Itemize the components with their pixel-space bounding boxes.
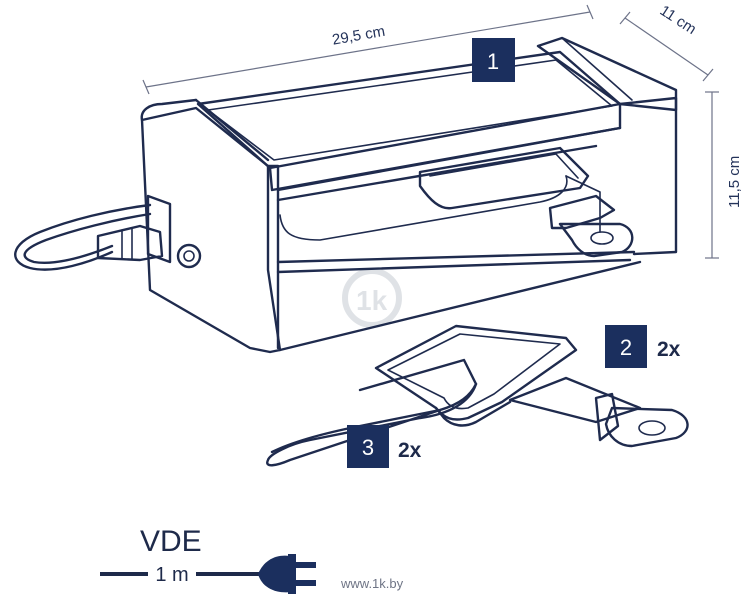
- part-1-number: 1: [487, 49, 499, 74]
- dimension-height-label: 11,5 cm: [726, 156, 743, 208]
- vde-label: VDE: [140, 525, 202, 558]
- part-3-badge: 3: [347, 425, 389, 468]
- cable-length-label: 1 m: [155, 564, 188, 586]
- dimension-height: 11,5 cm: [705, 91, 743, 259]
- power-plug-icon: [258, 554, 316, 594]
- cable-specification: VDE 1 m: [100, 525, 316, 594]
- dimension-depth: 11 cm: [619, 2, 714, 82]
- part-2-quantity: 2x: [657, 338, 681, 361]
- svg-text:1k: 1k: [356, 285, 388, 316]
- watermark-text: www.1k.by: [340, 576, 404, 591]
- part-2-number: 2: [620, 335, 632, 360]
- part-2-badge: 2: [605, 325, 647, 368]
- part-1-badge: 1: [472, 38, 515, 82]
- dimension-length-label: 29,5 cm: [331, 23, 387, 49]
- grill-unit: [14, 36, 678, 354]
- part-3-quantity: 2x: [398, 439, 422, 462]
- dimension-depth-label: 11 cm: [657, 2, 700, 38]
- watermark-logo: 1k: [342, 268, 402, 328]
- part-3-number: 3: [362, 435, 374, 460]
